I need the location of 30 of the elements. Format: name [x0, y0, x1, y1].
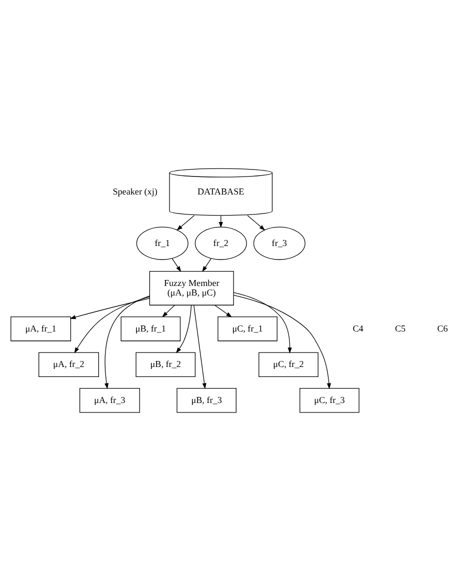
node-box: μB, fr_3 — [176, 388, 236, 413]
arrow — [233, 292, 292, 354]
node-box: μA, fr_3 — [79, 388, 140, 413]
arrow — [247, 215, 266, 231]
arrow — [162, 305, 175, 318]
label: C6 — [437, 323, 448, 334]
arrow — [202, 258, 212, 272]
node-box: μC, fr_2 — [258, 352, 318, 377]
arrow — [214, 305, 232, 318]
node-box: μA, fr_1 — [10, 316, 72, 342]
node-box: μB, fr_2 — [136, 352, 196, 377]
arrow — [194, 304, 206, 390]
node-box: Fuzzy Member (μA, μB, μC) — [149, 271, 234, 306]
arrow — [176, 215, 194, 231]
node-ellipse: fr_2 — [194, 226, 247, 260]
arrow — [74, 296, 150, 354]
arrow — [172, 258, 182, 272]
arrow — [233, 294, 331, 390]
node-box: μB, fr_1 — [120, 316, 181, 342]
arrow — [176, 304, 192, 354]
arrow — [104, 296, 150, 390]
node-box: μC, fr_3 — [300, 388, 360, 413]
arrow — [70, 298, 150, 320]
node-box: μC, fr_1 — [218, 316, 278, 342]
label: C4 — [352, 323, 364, 334]
node-ellipse: fr_1 — [136, 226, 188, 260]
node-box: μA, fr_2 — [38, 352, 99, 377]
label: Speaker (xj) — [112, 186, 158, 196]
label: C5 — [394, 323, 406, 334]
node-ellipse: fr_3 — [253, 226, 306, 260]
